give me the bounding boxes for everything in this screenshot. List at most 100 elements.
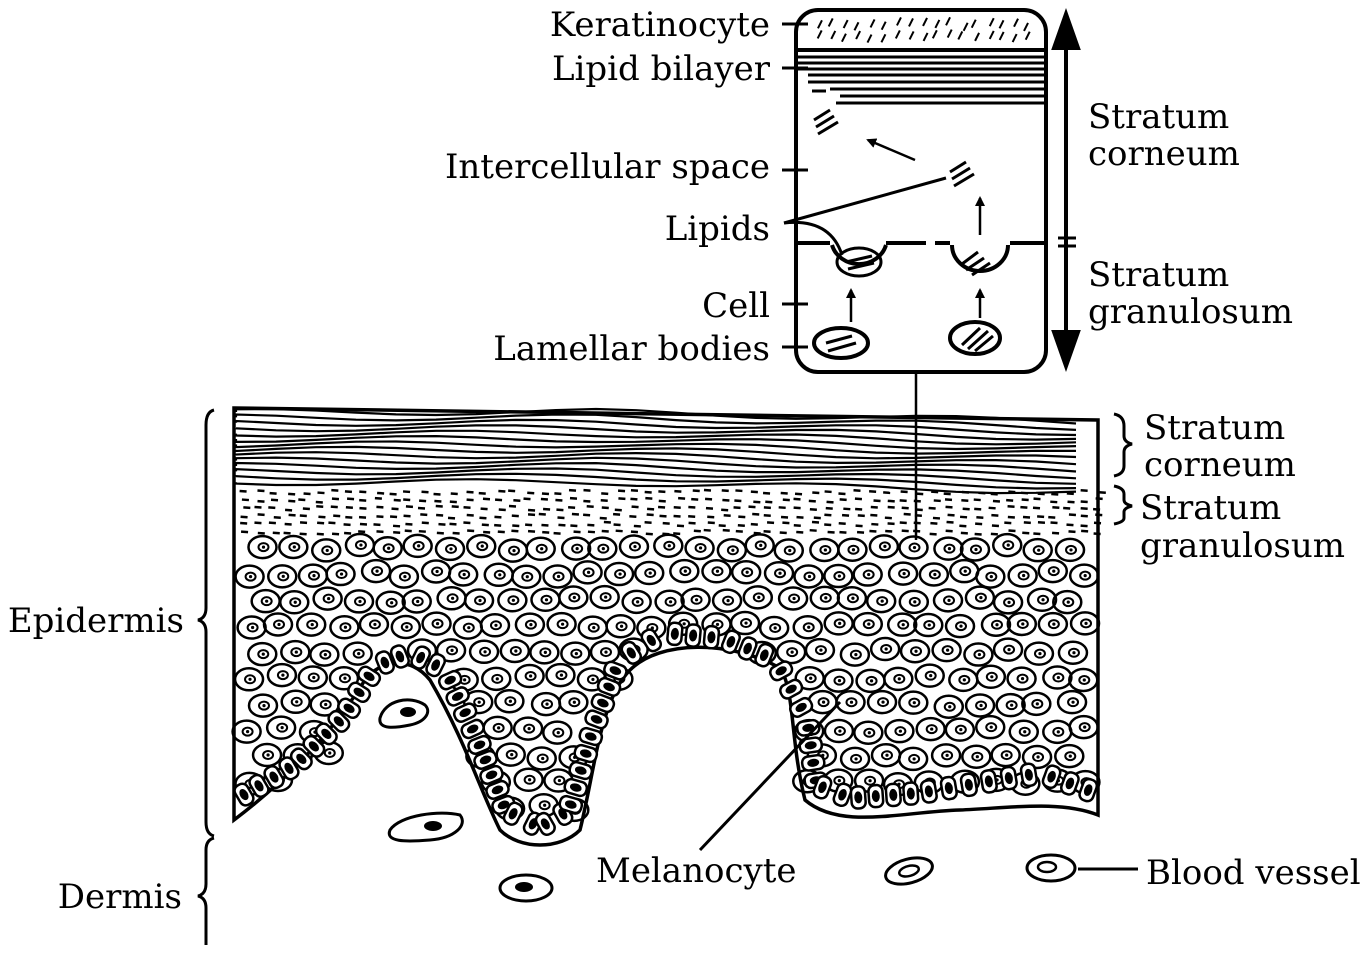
granule-dash xyxy=(289,515,296,516)
granule-dash xyxy=(587,525,594,526)
granule-dash xyxy=(331,490,338,491)
granule-dash xyxy=(1081,490,1088,491)
epidermal-cell xyxy=(390,566,418,588)
granule-dash xyxy=(961,500,968,501)
epidermal-cell xyxy=(838,539,866,561)
granule-dash xyxy=(974,500,981,501)
granule-dash xyxy=(345,491,352,492)
blood-vessel-1 xyxy=(883,853,936,889)
epidermal-cell xyxy=(934,538,962,560)
granule-dash xyxy=(1008,517,1015,518)
epidermal-cell xyxy=(966,694,994,716)
granule-dash xyxy=(268,507,275,508)
skin-tissue xyxy=(232,408,1105,845)
granule-dash xyxy=(541,499,548,500)
dermal-cell-1 xyxy=(380,700,428,727)
label-stratum-granulosum-1: Stratum xyxy=(1140,488,1281,528)
label-blood-vessel: Blood vessel xyxy=(1146,853,1361,893)
granule-dash xyxy=(479,518,486,519)
granule-dash xyxy=(405,524,412,525)
granule-dash xyxy=(498,532,505,533)
granule-dash xyxy=(764,515,771,516)
dermal-cell-3 xyxy=(500,875,552,901)
granule-dash xyxy=(688,507,695,508)
epidermal-cell xyxy=(779,587,807,609)
keratin-speck xyxy=(946,17,950,25)
granule-dash xyxy=(1021,493,1028,494)
epidermal-cell xyxy=(591,641,619,663)
granule-dash xyxy=(840,499,847,500)
epidermal-cell xyxy=(760,617,788,639)
epidermal-cell xyxy=(1039,560,1067,582)
granule-dash xyxy=(360,524,367,525)
epidermal-cell xyxy=(746,534,774,556)
epidermal-cell xyxy=(485,564,513,586)
granule-dash xyxy=(855,509,862,510)
granule-dash xyxy=(738,525,745,526)
granule-dash xyxy=(946,531,953,532)
basal-cell xyxy=(960,773,977,797)
granule-dash xyxy=(1034,499,1041,500)
keratin-speck xyxy=(958,31,962,39)
granule-dash xyxy=(888,507,895,508)
granule-dash xyxy=(795,494,802,495)
granule-dash xyxy=(691,499,698,500)
granule-dash xyxy=(345,517,352,518)
epidermal-cell xyxy=(591,586,619,608)
epidermal-cell xyxy=(299,666,327,688)
epidermal-cell xyxy=(867,590,895,612)
granule-dash xyxy=(843,509,850,510)
granule-dash xyxy=(1094,523,1101,524)
granule-dash xyxy=(748,507,755,508)
epidermal-cell xyxy=(516,614,544,636)
granule-dash xyxy=(824,515,831,516)
granule-dash xyxy=(812,522,819,523)
basal-cell xyxy=(685,624,701,647)
epidermal-cell xyxy=(1010,721,1038,743)
granule-dash xyxy=(574,532,581,533)
granule-dash xyxy=(976,517,983,518)
granule-dash xyxy=(240,523,247,524)
granule-dash xyxy=(467,500,474,501)
granule-dash xyxy=(674,507,681,508)
granule-dash xyxy=(839,532,846,533)
granule-dash xyxy=(781,493,788,494)
granule-dash xyxy=(570,498,577,499)
granule-dash xyxy=(284,533,291,534)
epidermal-cell xyxy=(810,539,838,561)
epidermal-cell xyxy=(1070,565,1098,587)
epidermal-cell xyxy=(964,644,992,666)
granule-dash xyxy=(436,506,443,507)
stratum-corneum-bracket xyxy=(1114,414,1132,476)
granule-dash xyxy=(1022,533,1029,534)
basal-cell xyxy=(903,782,919,805)
epidermal-cell xyxy=(465,589,493,611)
epidermal-cell xyxy=(327,563,355,585)
epidermal-cell xyxy=(914,614,942,636)
granule-dash xyxy=(243,507,250,508)
granule-dash xyxy=(300,522,307,523)
epidermal-cell xyxy=(279,536,307,558)
granule-dash xyxy=(794,499,801,500)
granule-dash xyxy=(555,500,562,501)
granule-dash xyxy=(570,525,577,526)
granule-dash xyxy=(543,509,550,510)
granule-dash xyxy=(978,493,985,494)
granule-dash xyxy=(317,523,324,524)
granule-dash xyxy=(796,532,803,533)
granule-dash xyxy=(419,501,426,502)
label-stratum-corneum-2: corneum xyxy=(1144,445,1296,485)
epidermal-cell xyxy=(885,720,913,742)
keratin-speck xyxy=(972,20,976,28)
granule-dash xyxy=(583,501,590,502)
granule-dash xyxy=(693,491,700,492)
granule-dash xyxy=(677,526,684,527)
granule-dash xyxy=(406,506,413,507)
granule-dash xyxy=(304,493,311,494)
epidermal-cell xyxy=(281,641,309,663)
epidermal-cell xyxy=(949,669,977,691)
epidermal-cell xyxy=(825,720,853,742)
granule-dash xyxy=(569,490,576,491)
granule-dash xyxy=(258,501,265,502)
